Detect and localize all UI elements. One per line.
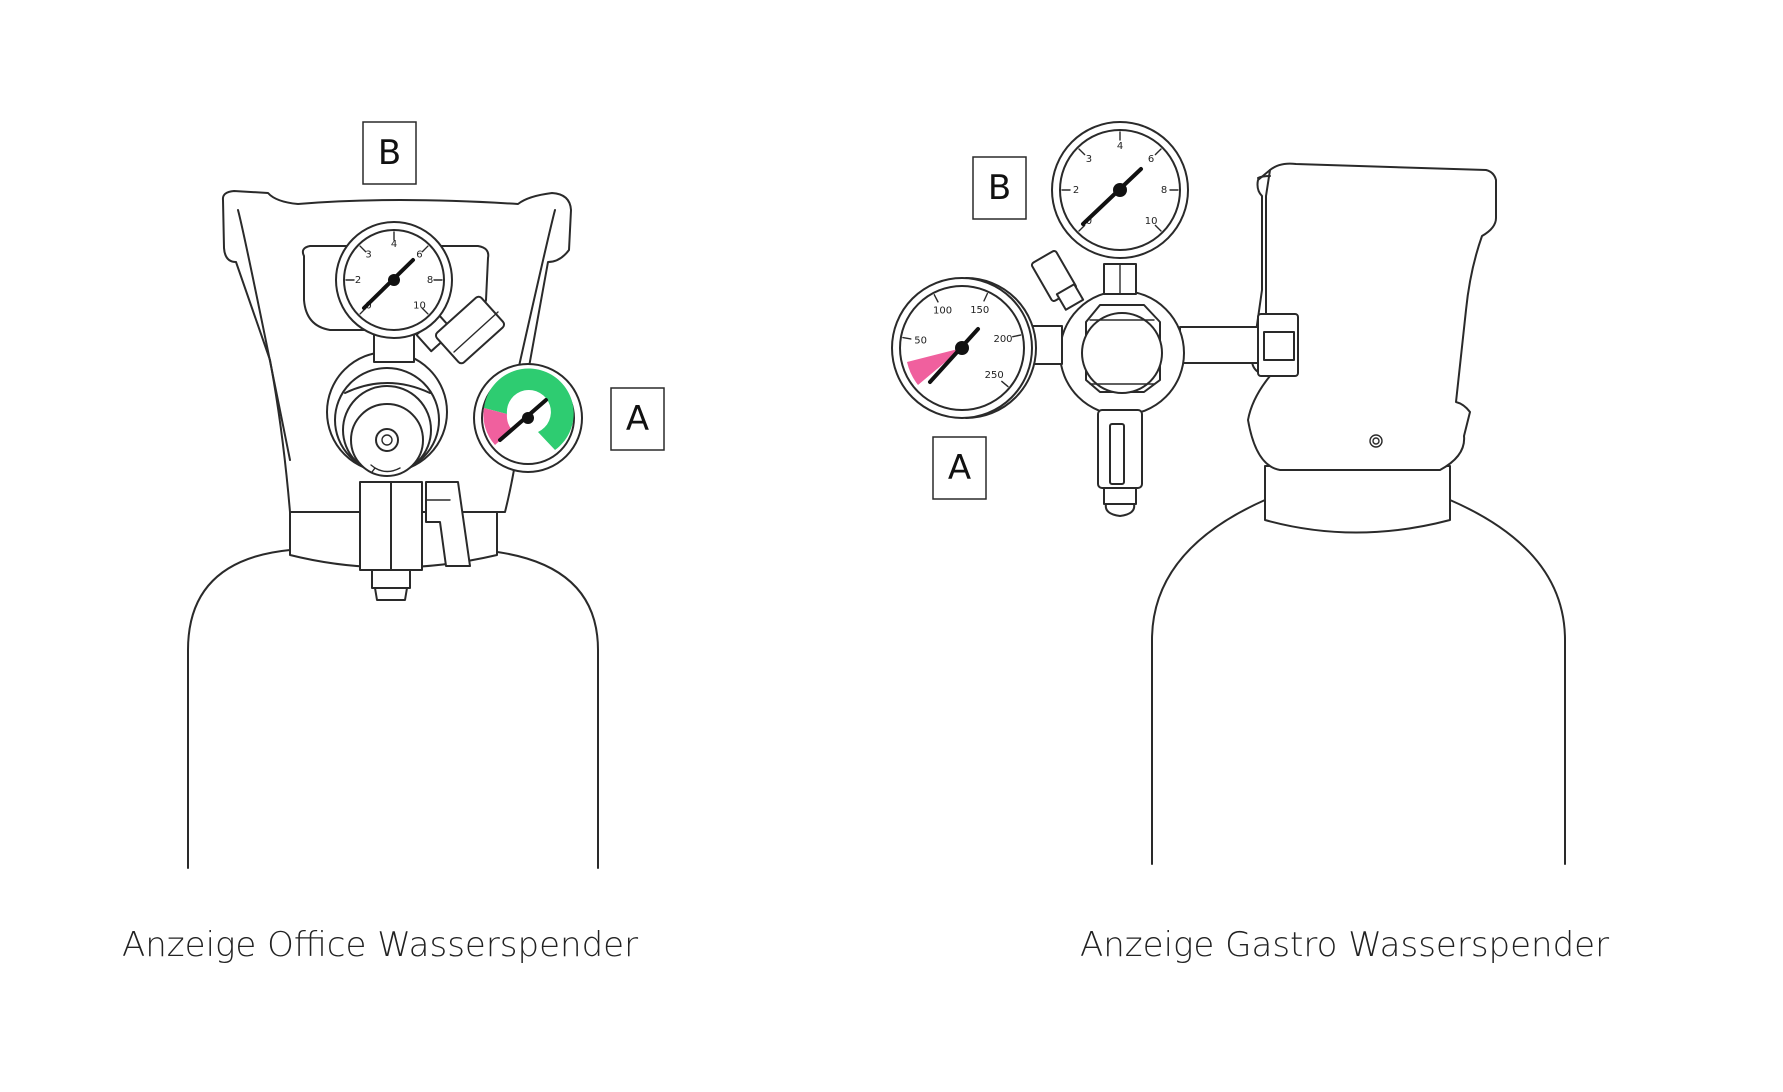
gastro-gauge-a-ticks: 50 100 150 200 250 — [902, 292, 1022, 388]
gauge-tick — [1078, 224, 1086, 232]
gastro-gauge-b-ticks: 0 2 3 4 6 8 10 — [1061, 131, 1179, 232]
gauge-tick-label: 6 — [416, 250, 422, 261]
gastro-caption: Anzeige Gastro Wasserspender — [1080, 925, 1610, 965]
office-gauge-a-green-zone — [484, 368, 574, 450]
gauge-tick — [1154, 224, 1162, 232]
gastro-gauge-a-pink-zone — [907, 348, 962, 385]
office-outlet — [359, 481, 471, 601]
gauge-tick-label: 2 — [1073, 185, 1079, 196]
gauge-tick-label: 0 — [1086, 216, 1092, 227]
gastro-pipe — [1179, 313, 1299, 377]
gauge-tick-label: 10 — [413, 300, 426, 311]
gastro-gauge-a: 50 100 150 200 250 — [891, 277, 1037, 419]
gauge-tick-label: 8 — [427, 275, 433, 286]
gauge-tick-label: 10 — [1145, 216, 1158, 227]
gauge-tick — [983, 292, 989, 302]
gauge-tick-label: 100 — [933, 306, 952, 317]
office-callout-a: A — [610, 387, 665, 451]
gauge-tick-label: 50 — [914, 336, 927, 347]
gauge-tick — [1012, 334, 1022, 338]
gauge-tick — [421, 307, 429, 315]
gastro-outlet — [1097, 409, 1143, 517]
gauge-tick-label: 3 — [1086, 154, 1092, 165]
gastro-gauge-b-stem — [1103, 263, 1137, 295]
gauge-tick — [1078, 148, 1086, 156]
office-connector — [415, 295, 506, 365]
office-regulator — [326, 351, 448, 477]
gauge-tick-label: 250 — [985, 370, 1004, 381]
svg-text:A: A — [626, 399, 649, 439]
gastro-collar — [1264, 465, 1451, 534]
gauge-tick — [902, 336, 912, 340]
gauge-tick-label: 2 — [355, 275, 361, 286]
gastro-callout-a: A — [932, 436, 987, 500]
gauge-tick — [1154, 148, 1162, 156]
gastro-cylinder — [1151, 499, 1566, 865]
gauge-tick-label: 6 — [1148, 154, 1154, 165]
gauge-tick — [933, 294, 939, 303]
gauge-tick-label: 4 — [391, 239, 397, 250]
gauge-tick-label: 150 — [970, 305, 989, 316]
svg-text:A: A — [948, 448, 971, 488]
gastro-regulator — [1059, 290, 1185, 416]
svg-text:B: B — [378, 133, 401, 173]
gauge-tick-label: 4 — [1117, 141, 1123, 152]
gauge-tick-label: 8 — [1161, 185, 1167, 196]
gastro-gauge-b: 0 2 3 4 6 8 10 — [1051, 121, 1189, 259]
office-callout-b: B — [362, 121, 417, 185]
gastro-connector — [1030, 250, 1085, 311]
gauge-tick — [359, 245, 367, 253]
gauge-tick-label: 200 — [993, 334, 1012, 345]
gastro-callout-b: B — [972, 156, 1027, 220]
office-caption: Anzeige Office Wasserspender — [122, 925, 639, 965]
office-gauge-a — [473, 363, 583, 473]
gauge-tick-label: 3 — [365, 250, 371, 261]
gauge-tick — [421, 245, 429, 253]
svg-text:B: B — [988, 168, 1011, 208]
gauge-tick — [1001, 380, 1009, 388]
